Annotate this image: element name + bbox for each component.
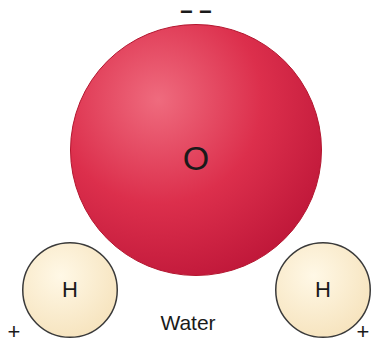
charge-label: − −: [180, 1, 212, 23]
atom-circle: [23, 243, 118, 338]
oxygen-atom: O: [70, 24, 322, 276]
atom-circle: [276, 243, 371, 338]
charge-label: +: [8, 321, 21, 343]
element-symbol: O: [183, 141, 209, 175]
molecule-name: Water: [160, 312, 215, 333]
element-symbol: H: [62, 279, 78, 301]
atom-circle: [71, 25, 322, 276]
hydrogen-atom: H: [22, 242, 118, 338]
charge-label: +: [357, 321, 370, 343]
element-symbol: H: [315, 279, 331, 301]
